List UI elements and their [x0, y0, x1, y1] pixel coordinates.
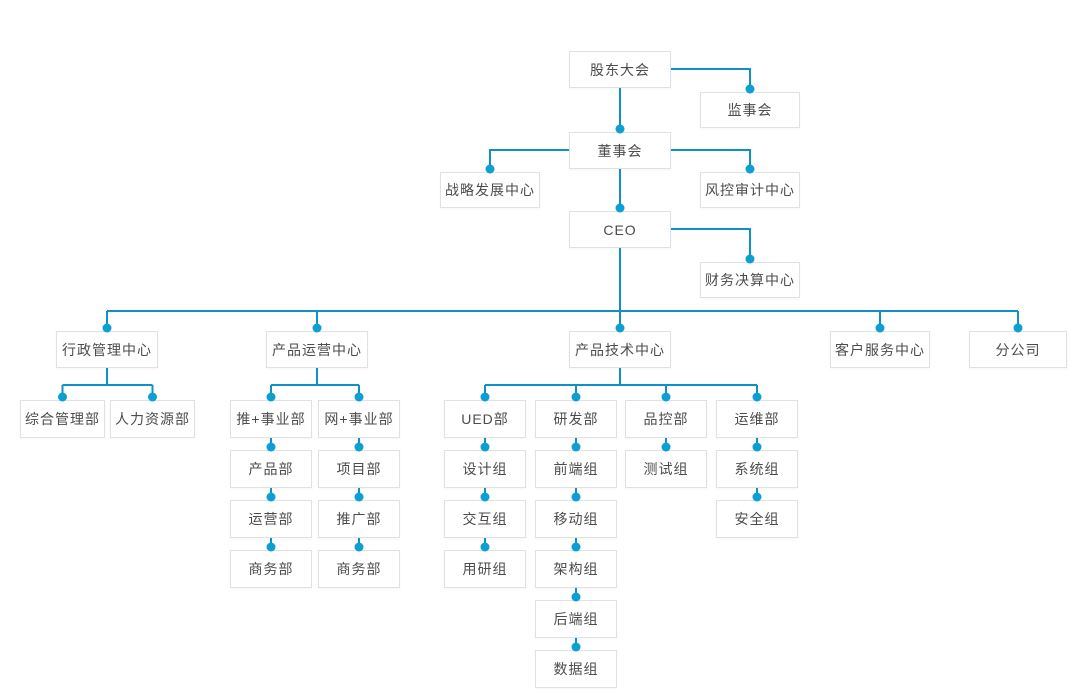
org-node-risk-audit-center: 风控审计中心: [700, 172, 800, 208]
org-node-tui-plus-business-unit: 推+事业部: [230, 400, 312, 438]
org-node-general-management-dept: 综合管理部: [20, 400, 105, 438]
org-node-business-dept-2: 商务部: [318, 550, 400, 588]
org-node-testing-group: 测试组: [625, 450, 707, 488]
org-node-backend-group: 后端组: [535, 600, 617, 638]
org-node-wang-plus-business-unit: 网+事业部: [318, 400, 400, 438]
org-node-promotion-dept: 推广部: [318, 500, 400, 538]
org-node-frontend-group: 前端组: [535, 450, 617, 488]
org-node-operations-dept: 运营部: [230, 500, 312, 538]
org-node-system-group: 系统组: [716, 450, 798, 488]
org-node-financial-settlement-center: 财务决算中心: [700, 262, 800, 298]
org-node-architecture-group: 架构组: [535, 550, 617, 588]
org-node-branch-company: 分公司: [969, 331, 1067, 368]
org-node-interaction-group: 交互组: [444, 500, 526, 538]
org-node-product-technology-center: 产品技术中心: [569, 331, 671, 368]
org-node-business-dept-1: 商务部: [230, 550, 312, 588]
org-node-board-of-directors: 董事会: [569, 132, 671, 169]
org-node-customer-service-center: 客户服务中心: [830, 331, 930, 368]
org-node-supervisory-board: 监事会: [700, 92, 800, 128]
org-node-product-dept: 产品部: [230, 450, 312, 488]
org-node-data-group: 数据组: [535, 650, 617, 688]
org-node-product-operations-center: 产品运营中心: [266, 331, 368, 368]
org-node-user-research-group: 用研组: [444, 550, 526, 588]
org-node-strategy-development-center: 战略发展中心: [440, 172, 540, 208]
org-node-operations-maintenance-dept: 运维部: [716, 400, 798, 438]
org-node-project-dept: 项目部: [318, 450, 400, 488]
org-node-mobile-group: 移动组: [535, 500, 617, 538]
org-node-design-group: 设计组: [444, 450, 526, 488]
org-node-rd-dept: 研发部: [535, 400, 617, 438]
org-node-security-group: 安全组: [716, 500, 798, 538]
org-node-ceo: CEO: [569, 211, 671, 248]
org-node-quality-control-dept: 品控部: [625, 400, 707, 438]
org-node-human-resources-dept: 人力资源部: [110, 400, 195, 438]
org-node-shareholders-meeting: 股东大会: [569, 51, 671, 88]
org-node-ued-dept: UED部: [444, 400, 526, 438]
org-node-admin-management-center: 行政管理中心: [56, 331, 158, 368]
